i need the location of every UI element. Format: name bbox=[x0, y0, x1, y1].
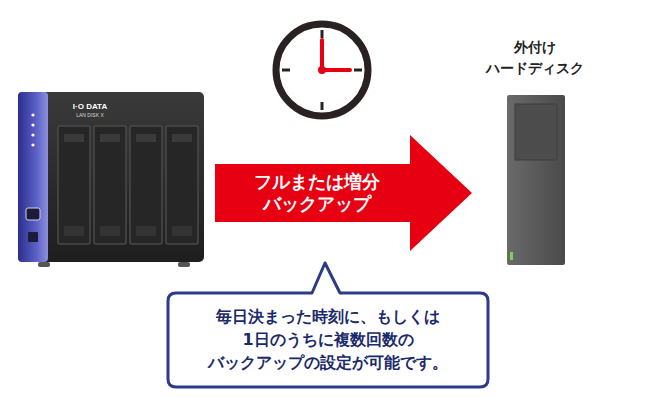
block-arrow bbox=[215, 135, 472, 251]
hdd-tower bbox=[507, 95, 565, 265]
bay-latch bbox=[100, 226, 120, 236]
drive-bay bbox=[130, 126, 162, 244]
nas-usb bbox=[28, 232, 38, 242]
nas-led bbox=[31, 113, 34, 116]
nas-button bbox=[26, 208, 40, 220]
callout-bubble: 毎日決まった時刻に、もしくは 1日のうちに複数回数の バックアップの設定が可能で… bbox=[168, 293, 488, 387]
bay-handle bbox=[172, 134, 192, 142]
bay-handle bbox=[136, 134, 156, 142]
clock-hand bbox=[322, 68, 350, 72]
device-label: 外付け ハードディスク bbox=[475, 37, 595, 79]
callout-outline bbox=[168, 263, 488, 387]
nas-led bbox=[31, 143, 34, 146]
bay-latch bbox=[172, 226, 192, 236]
nas-front-panel bbox=[18, 92, 48, 262]
nas-foot bbox=[178, 262, 190, 267]
drive-bay bbox=[94, 126, 126, 244]
hdd-panel bbox=[515, 104, 557, 160]
clock-hand bbox=[320, 40, 324, 70]
clock-face bbox=[276, 24, 368, 116]
clock-tick bbox=[321, 30, 324, 38]
brand-logo: I·O DATA bbox=[55, 102, 125, 112]
bay-handle bbox=[64, 134, 84, 142]
hdd-box: 外付け ハードディスク bbox=[475, 35, 595, 267]
clock-icon bbox=[276, 24, 368, 116]
hdd-led bbox=[510, 252, 513, 260]
nas-device bbox=[18, 92, 204, 267]
clock-tick bbox=[354, 69, 362, 72]
nas-body bbox=[18, 92, 204, 262]
arrow-label: フルまたは増分 バックアップ bbox=[247, 171, 387, 216]
nas-device-box: I·O DATALAN DISK X bbox=[15, 90, 207, 265]
bay-latch bbox=[136, 226, 156, 236]
drive-bay bbox=[58, 126, 90, 244]
clock-tick bbox=[282, 69, 290, 72]
hdd-body bbox=[507, 95, 565, 265]
callout-text: 毎日決まった時刻に、もしくは 1日のうちに複数回数の バックアップの設定が可能で… bbox=[188, 305, 468, 375]
nas-led bbox=[31, 123, 34, 126]
nas-foot bbox=[38, 262, 50, 267]
bay-latch bbox=[64, 226, 84, 236]
clock-center bbox=[318, 66, 326, 74]
model-name: LAN DISK X bbox=[55, 112, 125, 119]
clock-tick bbox=[321, 102, 324, 110]
drive-bay bbox=[166, 126, 198, 244]
bay-handle bbox=[100, 134, 120, 142]
nas-led bbox=[31, 133, 34, 136]
logo-area: I·O DATALAN DISK X bbox=[55, 102, 125, 118]
